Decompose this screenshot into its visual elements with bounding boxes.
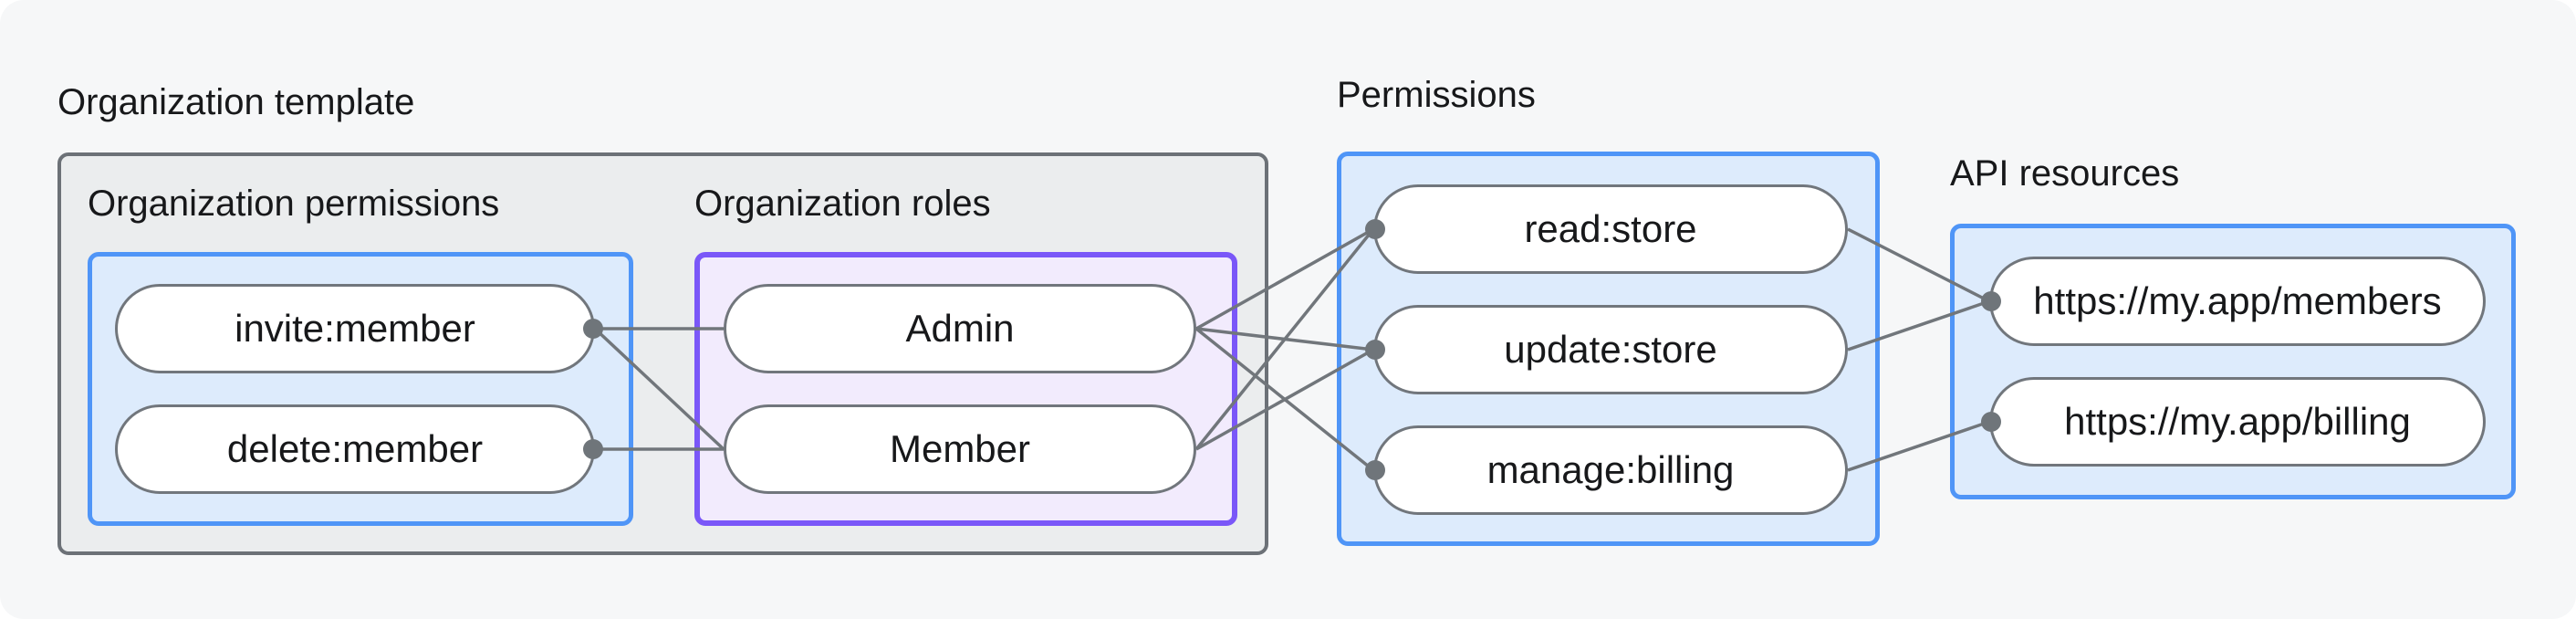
node-label: Admin <box>905 307 1015 350</box>
node-label: https://my.app/members <box>2033 279 2442 322</box>
node-member-role: Member <box>724 404 1196 494</box>
node-label: Member <box>889 427 1031 470</box>
node-label: invite:member <box>235 307 475 350</box>
node-delete-member: delete:member <box>115 404 595 494</box>
node-label: read:store <box>1524 207 1697 250</box>
node-label: https://my.app/billing <box>2064 400 2411 443</box>
node-label: update:store <box>1504 328 1717 371</box>
org-roles-title: Organization roles <box>694 184 991 224</box>
node-api-members-url: https://my.app/members <box>1989 257 2486 346</box>
org-template-title: Organization template <box>57 82 415 122</box>
node-api-billing-url: https://my.app/billing <box>1989 377 2486 467</box>
node-read-store: read:store <box>1373 184 1848 274</box>
node-manage-billing: manage:billing <box>1373 425 1848 515</box>
node-update-store: update:store <box>1373 305 1848 394</box>
api-resources-title: API resources <box>1950 153 2180 194</box>
node-label: delete:member <box>226 427 484 470</box>
org-permissions-title: Organization permissions <box>88 184 500 224</box>
permissions-title: Permissions <box>1337 75 1536 115</box>
node-label: manage:billing <box>1486 448 1735 491</box>
node-invite-member: invite:member <box>115 284 595 373</box>
node-admin-role: Admin <box>724 284 1196 373</box>
